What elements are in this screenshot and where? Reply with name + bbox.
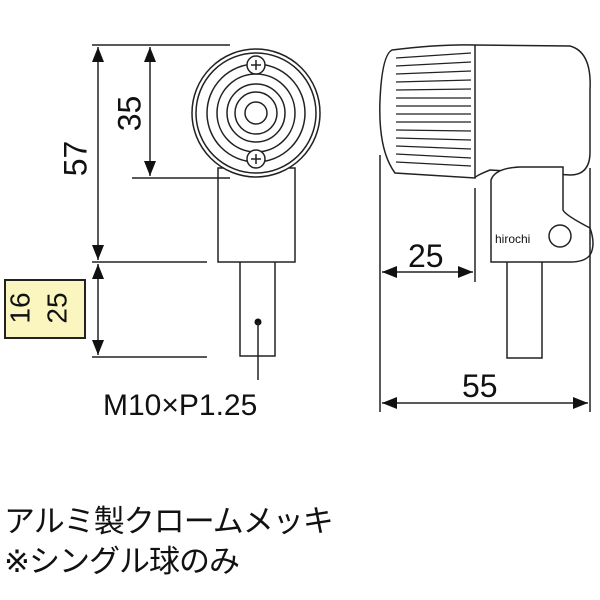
dim-total-height: 57	[57, 140, 94, 177]
note-material: アルミ製クロームメッキ	[4, 504, 334, 540]
side-view	[379, 44, 594, 359]
thread-spec: M10×P1.25	[103, 389, 258, 422]
screw-icon	[246, 55, 266, 75]
dim-total-depth: 55	[462, 368, 498, 404]
screw-icon	[246, 149, 266, 169]
dim-lens-depth: 25	[408, 238, 444, 274]
dim-lens-diameter: 35	[111, 95, 148, 132]
dim-stem-16: 16	[4, 292, 36, 324]
side-dimensions	[379, 155, 591, 412]
front-dimensions	[4, 44, 230, 358]
watermark: hirochi	[495, 232, 531, 246]
dim-stem-25: 25	[41, 292, 73, 324]
front-view	[191, 48, 321, 380]
stem-length-box	[4, 279, 86, 339]
note-bulb: ※シングル球のみ	[4, 544, 240, 580]
